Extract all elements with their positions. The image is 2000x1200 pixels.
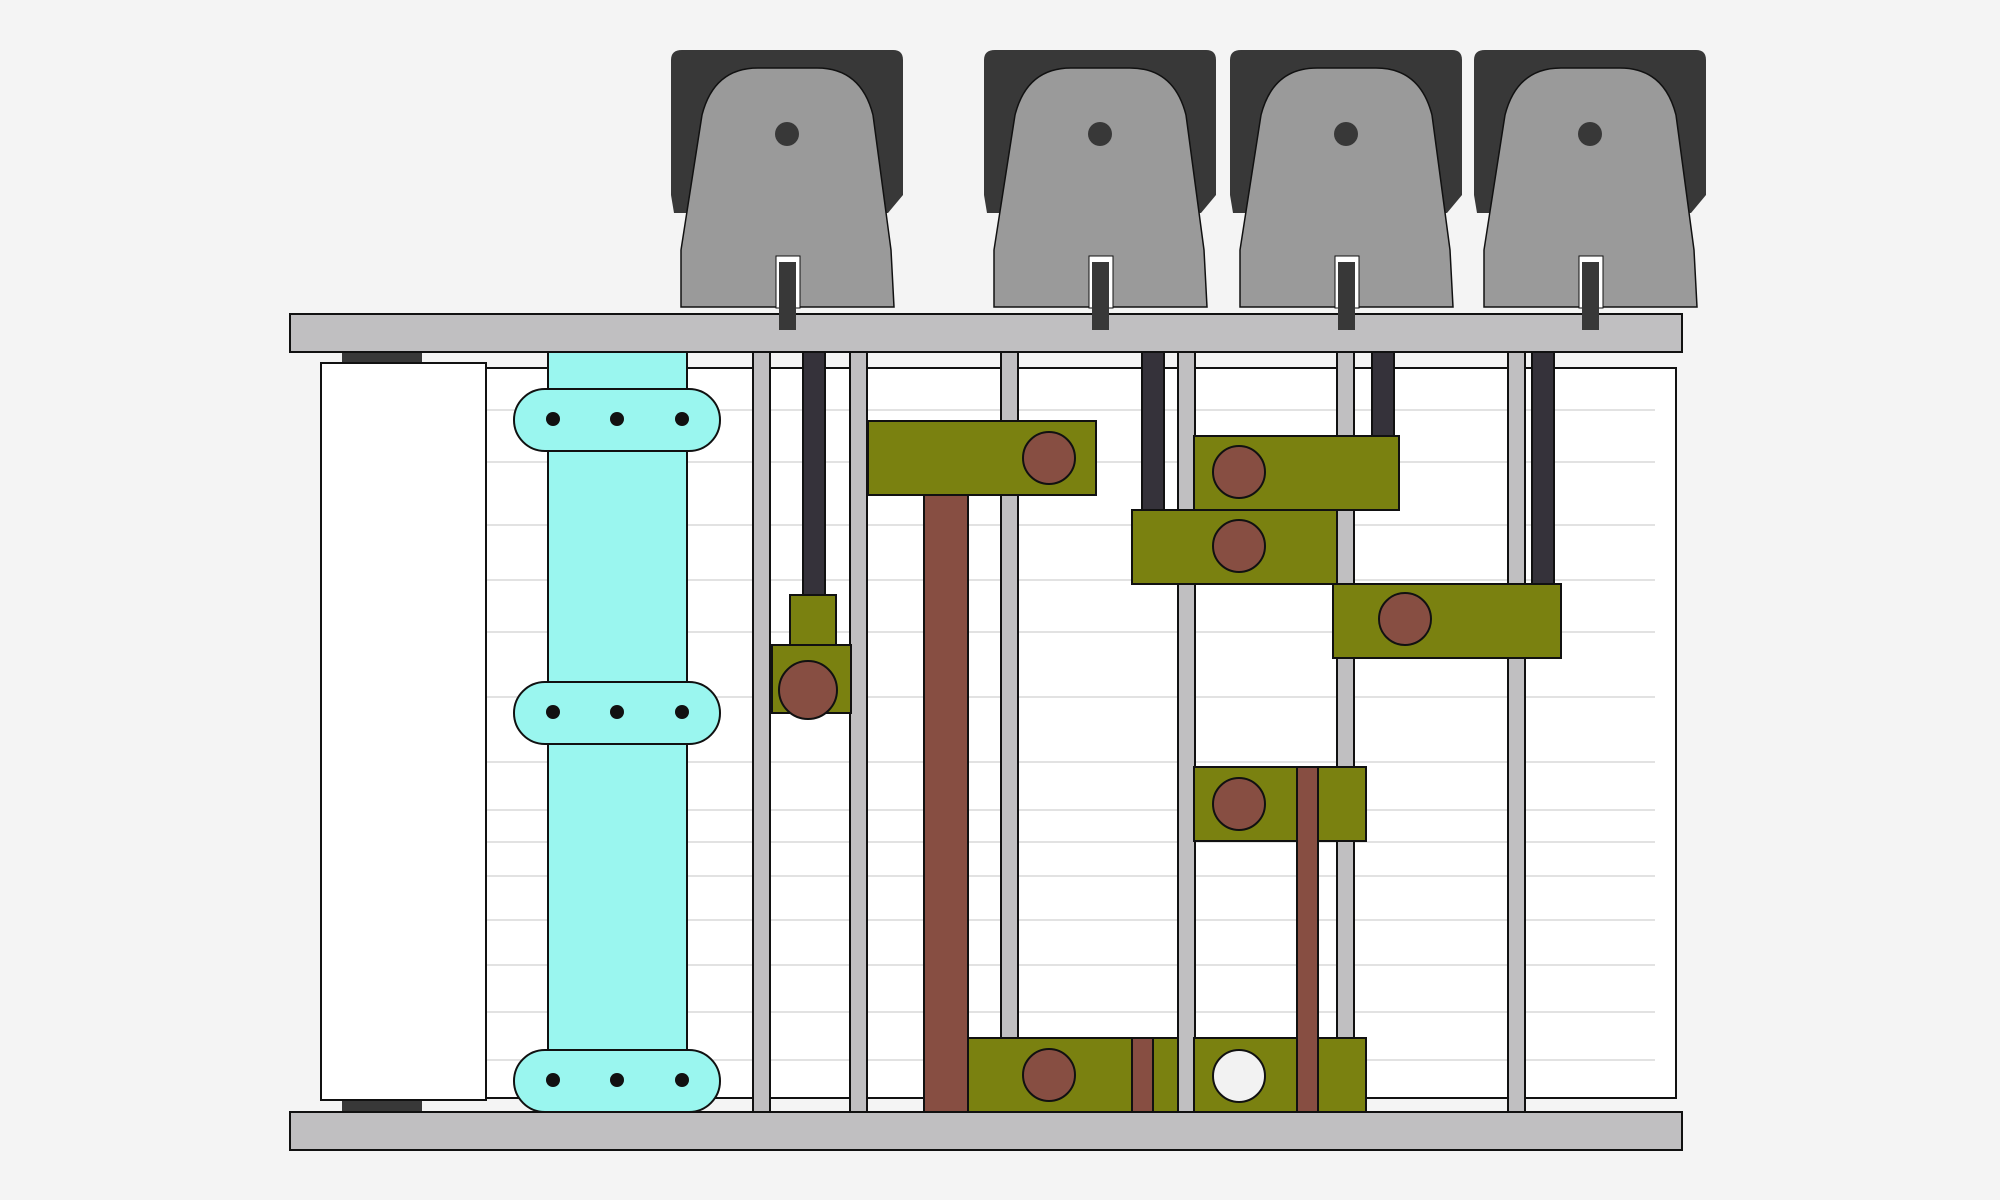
guide-rod-1 [752,351,771,1113]
guide-rod-2 [849,351,868,1113]
cam-follower-pin [1092,262,1109,330]
cam-follower-pin [1338,262,1355,330]
bolt [675,705,689,719]
link-bottom-right [1193,1037,1367,1113]
actuator-rod-2 [1141,351,1165,511]
guide-rod-4 [1177,351,1196,1113]
cam-pivot-hole [1578,122,1602,146]
cam-follower-pin [779,262,796,330]
cam-pivot-hole [1088,122,1112,146]
cam-unit-3 [1230,50,1462,330]
cam-pivot-hole [775,122,799,146]
link-upper-middle [1193,435,1400,511]
pivot [1212,445,1266,499]
link-upper-left [867,420,1097,496]
pivot [1022,1048,1076,1102]
actuator-rod-1 [802,351,826,596]
cam-unit-4 [1474,50,1706,330]
link-right [1332,583,1562,659]
cyan-bracket-top [513,388,721,452]
pivot [1022,431,1076,485]
idle-pivot [1212,1049,1266,1103]
actuator-rod-3 [1371,351,1395,437]
cam-unit-1 [671,50,903,330]
bolt [546,705,560,719]
bolt [610,705,624,719]
bolt [546,1073,560,1087]
cam-body [1239,67,1454,308]
brown-column-left [923,494,969,1113]
panel-bottom-tab [342,1100,422,1112]
pivot [778,660,838,720]
cam-body [680,67,895,308]
bolt [675,1073,689,1087]
pivot [1212,519,1266,573]
top-rail [289,313,1683,353]
cam-body [993,67,1208,308]
bottom-rail [289,1111,1683,1151]
panel-top-tab [342,352,422,364]
slider-block-small [771,594,852,720]
cam-follower-pin [1582,262,1599,330]
bolt [610,1073,624,1087]
bolt [610,412,624,426]
brown-strip-mid [1131,1037,1154,1113]
actuator-rod-4 [1531,351,1555,585]
brown-strip-right [1296,766,1319,1113]
cam-pivot-hole [1334,122,1358,146]
pivot [1212,777,1266,831]
cyan-bracket-bottom [513,1049,721,1113]
bolt [675,412,689,426]
pivot [1378,592,1432,646]
cam-body [1483,67,1698,308]
link-middle [1131,509,1338,585]
link-lower-middle [1193,766,1367,842]
left-panel [320,362,487,1101]
cyan-bracket-middle [513,681,721,745]
guide-rod-6 [1507,351,1526,1113]
bolt [546,412,560,426]
cam-unit-2 [984,50,1216,330]
